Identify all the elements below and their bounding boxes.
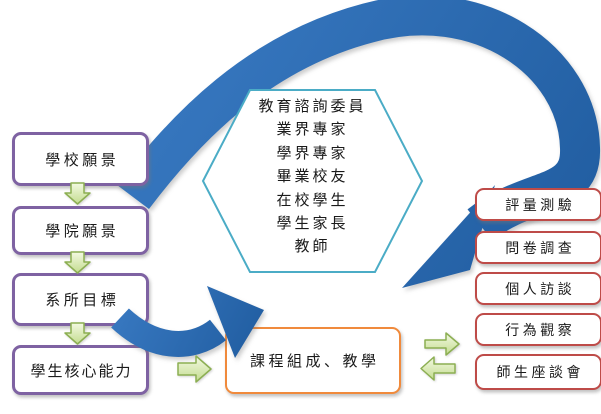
flow-box-college-vision: 學院願景 [12,206,149,255]
flow-box-student-core-competencies: 學生核心能力 [12,345,149,395]
assessment-box-teacher-student-forum: 師生座談會 [475,354,601,390]
right-arrow-icon [177,355,212,383]
flow-box-school-vision: 學校願景 [12,132,149,186]
assessment-box-behavior-observation: 行為觀察 [475,313,601,346]
hexagon-line: 教育諮詢委員 [258,99,367,115]
hexagon-line: 畢業校友 [276,169,349,186]
down-arrow-icon [64,251,91,274]
assessment-box-questionnaire: 問卷調查 [475,231,601,264]
hexagon-line: 教師 [294,239,331,256]
hexagon-line: 學界專家 [276,145,349,162]
down-arrow-icon [64,322,91,345]
feedback-left-arrow-icon [420,356,456,381]
advisory-hexagon: 教育諮詢委員 業界專家 學界專家 畢業校友 在校學生 學生家長 教師 [203,96,422,260]
hexagon-line: 業界專家 [276,122,349,139]
assessment-box-personal-interview: 個人訪談 [475,272,601,305]
hexagon-line: 在校學生 [276,192,349,209]
flow-box-department-goals: 系所目標 [12,273,149,326]
down-arrow-icon [64,182,91,205]
assessment-box-tests: 評量測驗 [475,188,601,221]
hexagon-line: 學生家長 [276,216,349,233]
process-box-curriculum-teaching: 課程組成、教學 [225,327,401,394]
feedback-right-arrow-icon [424,332,460,356]
